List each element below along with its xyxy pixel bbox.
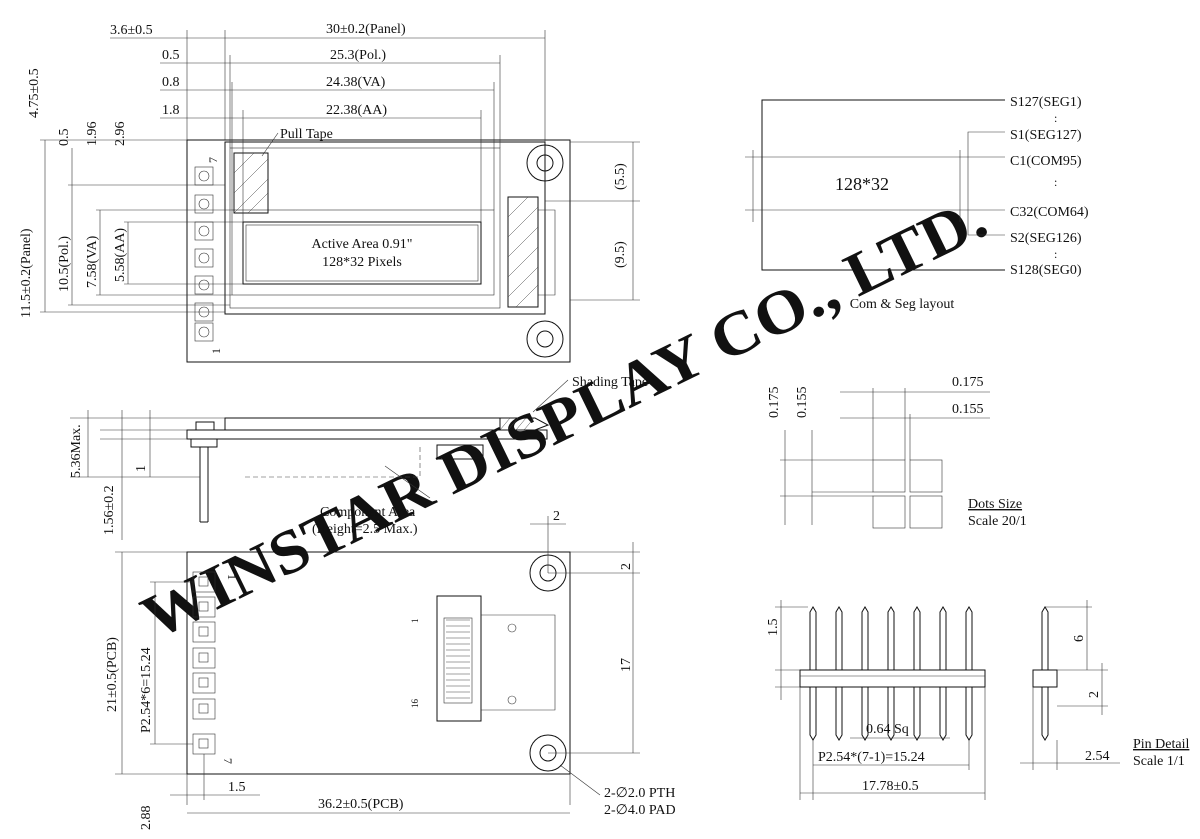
dim-hole-y: 2 bbox=[619, 563, 634, 570]
side-view: Shading Tape Component Area (Height=2.5 … bbox=[69, 375, 648, 540]
dot-dim-v1: 0.175 bbox=[767, 387, 782, 419]
dim-pcb-thickness: 1.56±0.2 bbox=[102, 485, 117, 535]
component-height-label: (Height=2.5 Max.) bbox=[312, 522, 418, 537]
pin-header-top bbox=[194, 166, 214, 342]
dim-pol-width: 25.3(Pol.) bbox=[330, 48, 386, 63]
dim-bottom-offset: 2.88 bbox=[139, 806, 154, 831]
layout-dots-3: : bbox=[1054, 247, 1057, 261]
dim-panel-offset: 3.6±0.5 bbox=[110, 23, 153, 38]
dim-panel-width: 30±0.2(Panel) bbox=[326, 22, 406, 37]
dim-v-2-96: 2.96 bbox=[113, 122, 128, 147]
layout-label-c1: C1(COM95) bbox=[1010, 154, 1082, 169]
pin-dim-2: 2 bbox=[1087, 691, 1102, 698]
pull-tape bbox=[233, 152, 269, 214]
dim-top-margin: 4.75±0.5 bbox=[27, 68, 42, 118]
dim-height-max: 5.36Max. bbox=[69, 424, 84, 478]
dim-va-height: 7.58(VA) bbox=[85, 235, 100, 288]
hole-note-pad: 2-∅4.0 PAD bbox=[604, 803, 676, 818]
dim-hole-pitch: 17 bbox=[619, 658, 634, 672]
pin-dim-pitch: P2.54*(7-1)=15.24 bbox=[818, 750, 925, 765]
hole-note-pth: 2-∅2.0 PTH bbox=[604, 786, 675, 801]
dim-v-0-5: 0.5 bbox=[57, 129, 72, 147]
layout-label-s1: S1(SEG127) bbox=[1010, 128, 1082, 143]
viewing-area-outline bbox=[231, 209, 495, 296]
pin-detail-title: Pin Detail bbox=[1133, 737, 1189, 752]
pin-dim-top: 1.5 bbox=[766, 619, 781, 637]
dim-hole-x: 2 bbox=[553, 509, 560, 524]
pin-1-label-top: 1 bbox=[209, 348, 223, 354]
dots-size-detail: 0.175 0.155 0.175 0.155 Dots Size Scale … bbox=[767, 375, 1027, 529]
dim-va-width: 24.38(VA) bbox=[326, 75, 386, 90]
pin-header-back bbox=[192, 571, 216, 755]
dots-size-title: Dots Size bbox=[968, 497, 1022, 512]
layout-label-s127: S127(SEG1) bbox=[1010, 95, 1082, 110]
pixels-label: 128*32 Pixels bbox=[322, 255, 402, 270]
layout-label-s128: S128(SEG0) bbox=[1010, 263, 1082, 278]
pin-detail: 1.5 0.64 Sq P2.54*(7-1)=15.24 17.78±0.5 … bbox=[766, 600, 1189, 800]
polarizer-outline bbox=[229, 147, 501, 309]
dim-pol-height: 10.5(Pol.) bbox=[57, 236, 72, 292]
pcb-outline-top bbox=[186, 139, 571, 363]
dim-one: 1 bbox=[134, 465, 149, 472]
dots-size-scale: Scale 20/1 bbox=[968, 514, 1027, 529]
pin-dim-sq: 0.64 Sq bbox=[866, 722, 909, 737]
active-area-label: Active Area 0.91" bbox=[312, 237, 413, 252]
pin-dim-6: 6 bbox=[1072, 635, 1087, 642]
active-area-inner bbox=[245, 224, 479, 282]
panel-outline bbox=[224, 141, 546, 315]
dim-v-1-96: 1.96 bbox=[85, 122, 100, 147]
dim-pcb-height: 21±0.5(PCB) bbox=[105, 637, 120, 712]
shading-tape-label: Shading Tape bbox=[572, 375, 648, 390]
dim-right-bottom: (9.5) bbox=[613, 241, 628, 268]
layout-center-label: 128*32 bbox=[835, 174, 889, 194]
pin-detail-pins bbox=[809, 606, 973, 741]
pin-dim-2-54: 2.54 bbox=[1085, 749, 1110, 764]
pin-dim-total: 17.78±0.5 bbox=[862, 779, 919, 794]
pcb-outline-back bbox=[186, 551, 571, 775]
pin-7-label-back: 7 bbox=[221, 758, 235, 764]
dim-right-top: (5.5) bbox=[613, 163, 628, 190]
back-view: 1 7 1 16 2 2 17 21±0.5(PCB) bbox=[105, 509, 676, 830]
fpc-bend-area bbox=[507, 196, 539, 308]
com-seg-layout: 128*32 S127(SEG1) : S1(SEG127) C1(COM95)… bbox=[745, 95, 1089, 312]
layout-dots-2: : bbox=[1054, 175, 1057, 189]
top-view: 7 1 3.6±0.5 30±0.2(Panel) 0.5 25.3(Pol.)… bbox=[19, 22, 640, 363]
pin-7-label-top: 7 bbox=[206, 157, 220, 163]
dim-pol-offset: 0.5 bbox=[162, 48, 180, 63]
fpc-connector bbox=[436, 595, 482, 722]
component-area-label: Component Area bbox=[320, 505, 416, 520]
dim-va-offset: 0.8 bbox=[162, 75, 180, 90]
dim-aa-width: 22.38(AA) bbox=[326, 103, 387, 118]
pin-1-label-back: 1 bbox=[225, 574, 239, 580]
dim-pin-span: P2.54*6=15.24 bbox=[139, 647, 154, 733]
layout-label-s2: S2(SEG126) bbox=[1010, 231, 1082, 246]
dim-pcb-width: 36.2±0.5(PCB) bbox=[318, 797, 404, 812]
fpc-pin-16-label: 16 bbox=[410, 699, 420, 709]
pull-tape-label: Pull Tape bbox=[280, 127, 333, 142]
active-area-box bbox=[242, 221, 482, 285]
layout-caption: Com & Seg layout bbox=[850, 297, 955, 312]
pin-detail-scale: Scale 1/1 bbox=[1133, 754, 1185, 769]
dim-aa-height: 5.58(AA) bbox=[113, 228, 128, 282]
dot-dim-v2: 0.155 bbox=[795, 387, 810, 419]
layout-label-c32: C32(COM64) bbox=[1010, 205, 1089, 220]
fpc-pin-1-label: 1 bbox=[410, 619, 420, 624]
dot-dim-h1: 0.175 bbox=[952, 375, 984, 390]
dot-dim-h2: 0.155 bbox=[952, 402, 984, 417]
dim-panel-height: 11.5±0.2(Panel) bbox=[19, 228, 34, 318]
dim-aa-offset: 1.8 bbox=[162, 103, 180, 118]
layout-dots-1: : bbox=[1054, 111, 1057, 125]
dim-pin-offset: 1.5 bbox=[228, 780, 246, 795]
